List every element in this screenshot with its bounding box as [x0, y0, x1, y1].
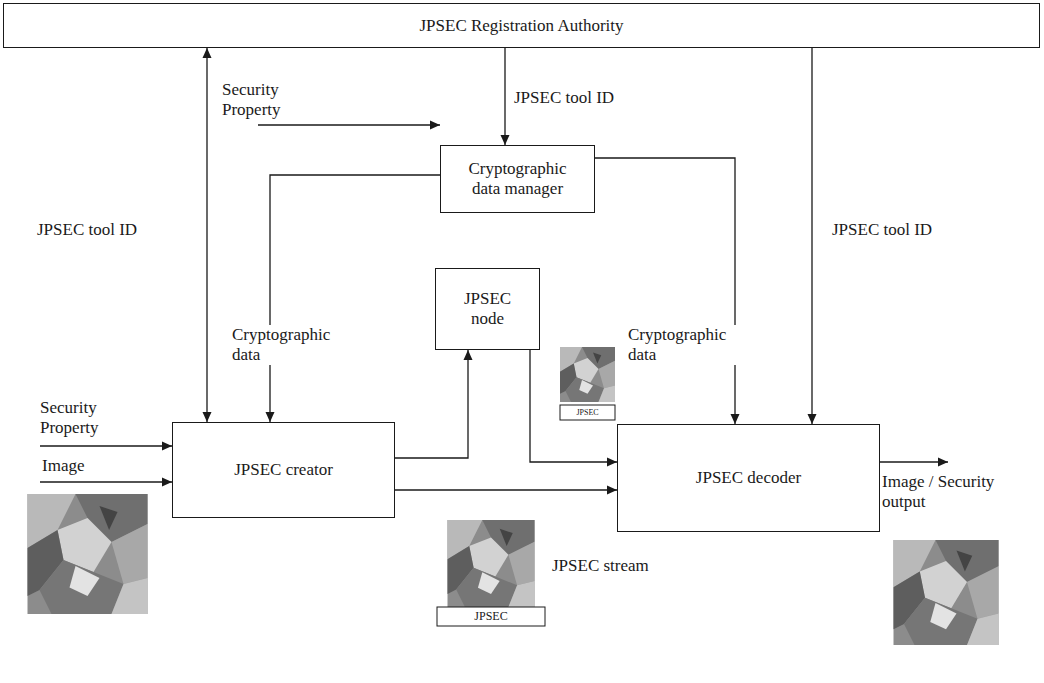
- annotation-label: Security Property: [222, 80, 314, 120]
- arrowhead: [464, 350, 473, 360]
- arrowhead: [266, 412, 275, 422]
- process-box: Cryptographic data manager: [440, 145, 595, 213]
- arrowhead: [731, 414, 740, 424]
- input-arrow: [258, 124, 440, 125]
- connector-line: [395, 489, 617, 490]
- arrowhead: [607, 458, 617, 467]
- process-box: JPSEC node: [435, 268, 540, 350]
- image-thumbnail: [894, 540, 999, 645]
- input-arrow: [40, 445, 172, 446]
- connector-line: [206, 48, 207, 422]
- connector: [395, 350, 473, 458]
- connector: [501, 48, 510, 145]
- connector: [595, 158, 740, 424]
- connector: [530, 350, 617, 467]
- arrowhead: [501, 135, 510, 145]
- edge-label: Cryptographic data: [230, 325, 342, 365]
- edge-label: JPSEC tool ID: [512, 88, 616, 108]
- edge-label: JPSEC tool ID: [830, 220, 934, 240]
- connector-line: [530, 350, 617, 462]
- image-thumbnail: [448, 520, 535, 607]
- process-box: JPSEC creator: [172, 422, 395, 518]
- jpsec-tag: [560, 405, 615, 420]
- node-text: JPSEC decoder: [696, 468, 801, 488]
- image-thumbnail: [560, 347, 615, 402]
- connector: [395, 486, 617, 495]
- arrowhead: [607, 486, 617, 495]
- jpsec-tag: [437, 607, 545, 626]
- node-text: JPSEC Registration Authority: [419, 16, 623, 36]
- tag-text: JPSEC: [560, 405, 615, 420]
- connector: [808, 48, 817, 424]
- input-arrow: [40, 481, 172, 482]
- annotation-label: Image: [42, 456, 84, 476]
- process-box: JPSEC decoder: [617, 424, 880, 532]
- node-text: JPSEC creator: [234, 460, 333, 480]
- arrowhead: [808, 414, 817, 424]
- annotation-label: JPSEC stream: [552, 556, 649, 576]
- node-text: JPSEC node: [456, 289, 520, 329]
- connector: [203, 48, 212, 422]
- connector: [266, 175, 441, 422]
- edge-label: Cryptographic data: [626, 325, 738, 365]
- annotation-label: Image / Security output: [882, 472, 1032, 512]
- connector-line: [270, 175, 440, 422]
- connector-line: [811, 48, 812, 424]
- arrowhead: [203, 412, 212, 422]
- connector-line: [395, 350, 468, 458]
- authority-band: JPSEC Registration Authority: [3, 3, 1040, 48]
- edge-label: JPSEC tool ID: [35, 220, 139, 240]
- image-thumbnail: [28, 494, 148, 614]
- tag-text: JPSEC: [437, 607, 545, 626]
- arrowhead: [203, 48, 212, 58]
- connector-line: [595, 158, 735, 424]
- node-text: Cryptographic data manager: [462, 159, 574, 199]
- output-arrow: [880, 461, 948, 462]
- annotation-label: Security Property: [40, 398, 132, 438]
- connector-line: [504, 48, 505, 145]
